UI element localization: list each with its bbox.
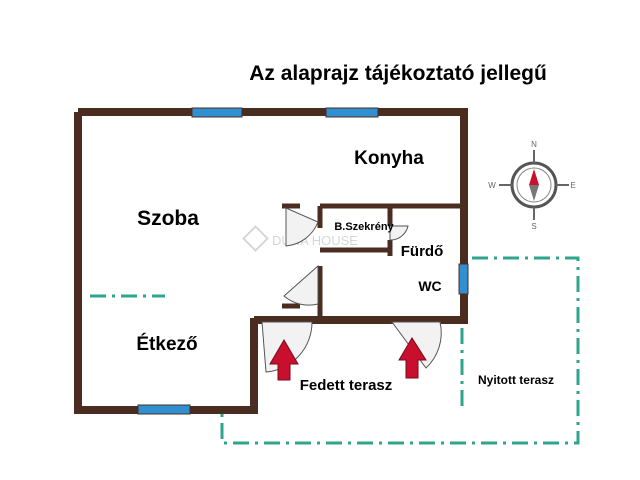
windows: [137, 107, 469, 415]
entrance-arrows: [269, 337, 427, 381]
room-label-furdo: Fürdő: [401, 243, 444, 260]
room-label-szoba: Szoba: [137, 207, 199, 230]
compass-icon: N S W E: [488, 140, 575, 231]
door-bath: [389, 225, 409, 241]
room-label-wc: WC: [418, 278, 441, 294]
window-top-left: [191, 107, 243, 118]
plan-title: Az alaprajz tájékoztató jellegű: [249, 62, 547, 85]
arrow-left: [269, 339, 299, 381]
door-wardrobe: [285, 207, 319, 247]
window-top-right: [325, 107, 379, 118]
room-label-fedett-terasz: Fedett terasz: [300, 377, 393, 394]
arrow-right: [398, 337, 427, 379]
compass-s: S: [531, 222, 536, 231]
room-label-konyha: Konyha: [354, 148, 424, 169]
door-corridor: [283, 264, 319, 306]
compass-w: W: [488, 181, 496, 190]
window-bottom: [137, 404, 191, 415]
room-label-nyitott-terasz: Nyitott terasz: [478, 373, 554, 387]
open-terrace-outline: [220, 256, 580, 445]
interior-walls: [282, 203, 462, 318]
window-right: [458, 263, 469, 295]
compass-n: N: [531, 140, 537, 149]
room-label-etkezo: Étkező: [136, 333, 197, 355]
watermark-text: DUNA HOUSE: [272, 233, 358, 248]
compass-e: E: [570, 181, 575, 190]
room-label-szekreny: B.Szekrény: [334, 221, 394, 233]
